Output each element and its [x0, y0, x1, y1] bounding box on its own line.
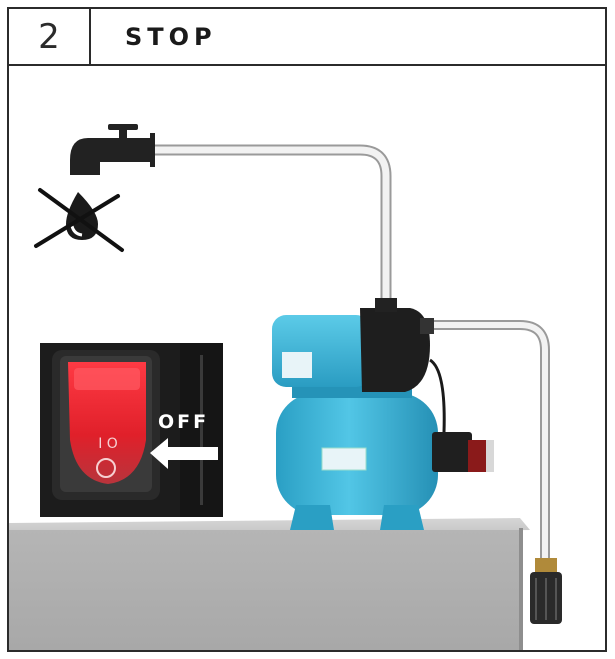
- counter: [9, 518, 530, 650]
- rocker-switch: [68, 362, 146, 484]
- foot-valve: [530, 558, 562, 624]
- water-pump: [272, 298, 494, 530]
- step-header: 2 STOP: [9, 9, 605, 66]
- arrow-left-icon: [150, 438, 218, 469]
- step-number: 2: [9, 9, 91, 64]
- water-tap-icon: [70, 124, 155, 175]
- power-switch-inset: I O: [40, 343, 223, 517]
- off-label: OFF: [158, 411, 209, 433]
- switch-marks: I O: [98, 436, 118, 452]
- no-water-drop-icon: [34, 188, 124, 252]
- inlet-hose: [155, 144, 392, 300]
- step-title: STOP: [125, 22, 217, 51]
